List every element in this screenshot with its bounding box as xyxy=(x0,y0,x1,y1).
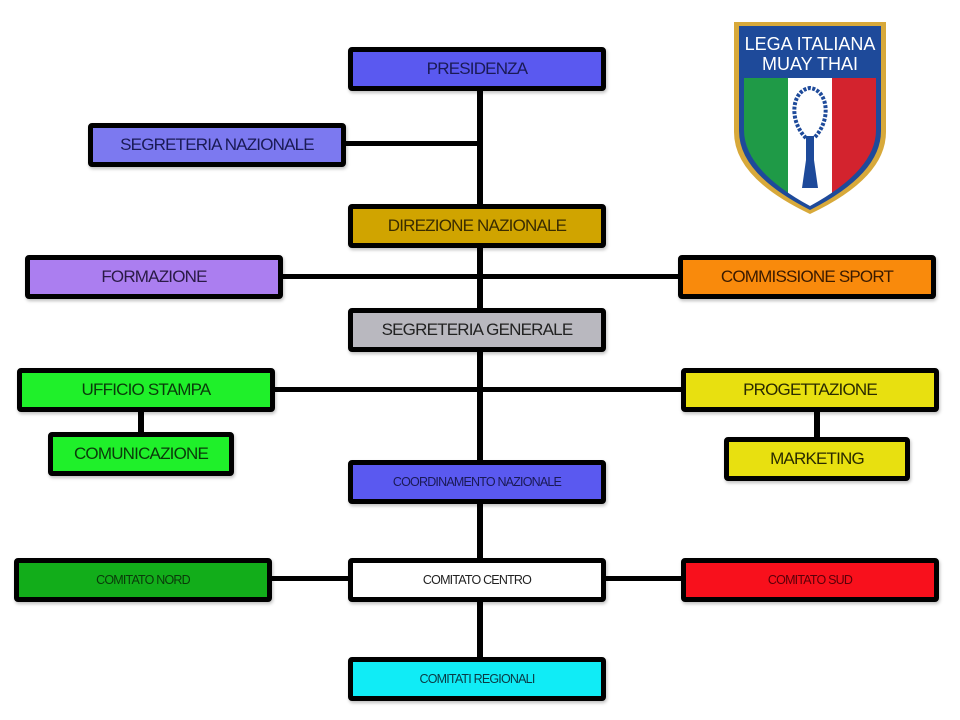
node-progettazione: PROGETTAZIONE xyxy=(681,368,939,412)
connector-formazione-commissione xyxy=(280,274,682,279)
node-label: PRESIDENZA xyxy=(426,59,528,78)
crest-header xyxy=(744,28,876,78)
node-label: UFFICIO STAMPA xyxy=(81,380,212,399)
connector-segreteria-nazionale xyxy=(343,141,481,146)
node-label: COMMISSIONE SPORT xyxy=(720,267,894,286)
node-label: COMITATO CENTRO xyxy=(422,573,532,587)
node-label: SEGRETERIA NAZIONALE xyxy=(120,135,315,154)
connector-progettazione-marketing xyxy=(814,408,820,441)
node-label: COMITATO SUD xyxy=(767,573,853,587)
logo-line-1: LEGA ITALIANA xyxy=(745,34,876,54)
node-commissione-sport: COMMISSIONE SPORT xyxy=(678,255,936,299)
connector-ufficio-progettazione xyxy=(272,387,684,392)
node-comitati-regionali: COMITATI REGIONALI xyxy=(348,657,606,701)
node-label: DIREZIONE NAZIONALE xyxy=(387,216,567,235)
node-formazione: FORMAZIONE xyxy=(25,255,283,299)
node-marketing: MARKETING xyxy=(724,437,910,481)
node-presidenza: PRESIDENZA xyxy=(348,47,606,91)
node-label: FORMAZIONE xyxy=(101,267,207,286)
node-label: MARKETING xyxy=(770,449,865,468)
node-label: COMITATO NORD xyxy=(96,573,191,587)
node-direzione-nazionale: DIREZIONE NAZIONALE xyxy=(348,204,606,248)
node-comunicazione: COMUNICAZIONE xyxy=(48,432,234,476)
node-comitato-nord: COMITATO NORD xyxy=(14,558,272,602)
node-label: COMUNICAZIONE xyxy=(73,444,209,463)
node-label: PROGETTAZIONE xyxy=(743,380,878,399)
mongkol-headband-icon xyxy=(792,85,828,140)
node-label: SEGRETERIA GENERALE xyxy=(381,320,574,339)
mongkol-tail-icon xyxy=(806,136,814,160)
node-segreteria-nazionale: SEGRETERIA NAZIONALE xyxy=(88,123,346,167)
mongkol-tassel-icon xyxy=(802,160,818,188)
node-label: COMITATI REGIONALI xyxy=(419,672,535,686)
node-comitato-sud: COMITATO SUD xyxy=(681,558,939,602)
connector-main-trunk xyxy=(477,88,483,668)
node-comitato-centro: COMITATO CENTRO xyxy=(348,558,606,602)
node-coordinamento-nazionale: COORDINAMENTO NAZIONALE xyxy=(348,460,606,504)
node-ufficio-stampa: UFFICIO STAMPA xyxy=(17,368,275,412)
lega-italiana-muay-thai-logo: LEGA ITALIANA MUAY THAI xyxy=(734,22,886,214)
connector-ufficio-comunicazione xyxy=(138,408,144,436)
logo-line-2: MUAY THAI xyxy=(762,54,858,74)
node-label: COORDINAMENTO NAZIONALE xyxy=(392,475,562,489)
node-segreteria-generale: SEGRETERIA GENERALE xyxy=(348,308,606,352)
